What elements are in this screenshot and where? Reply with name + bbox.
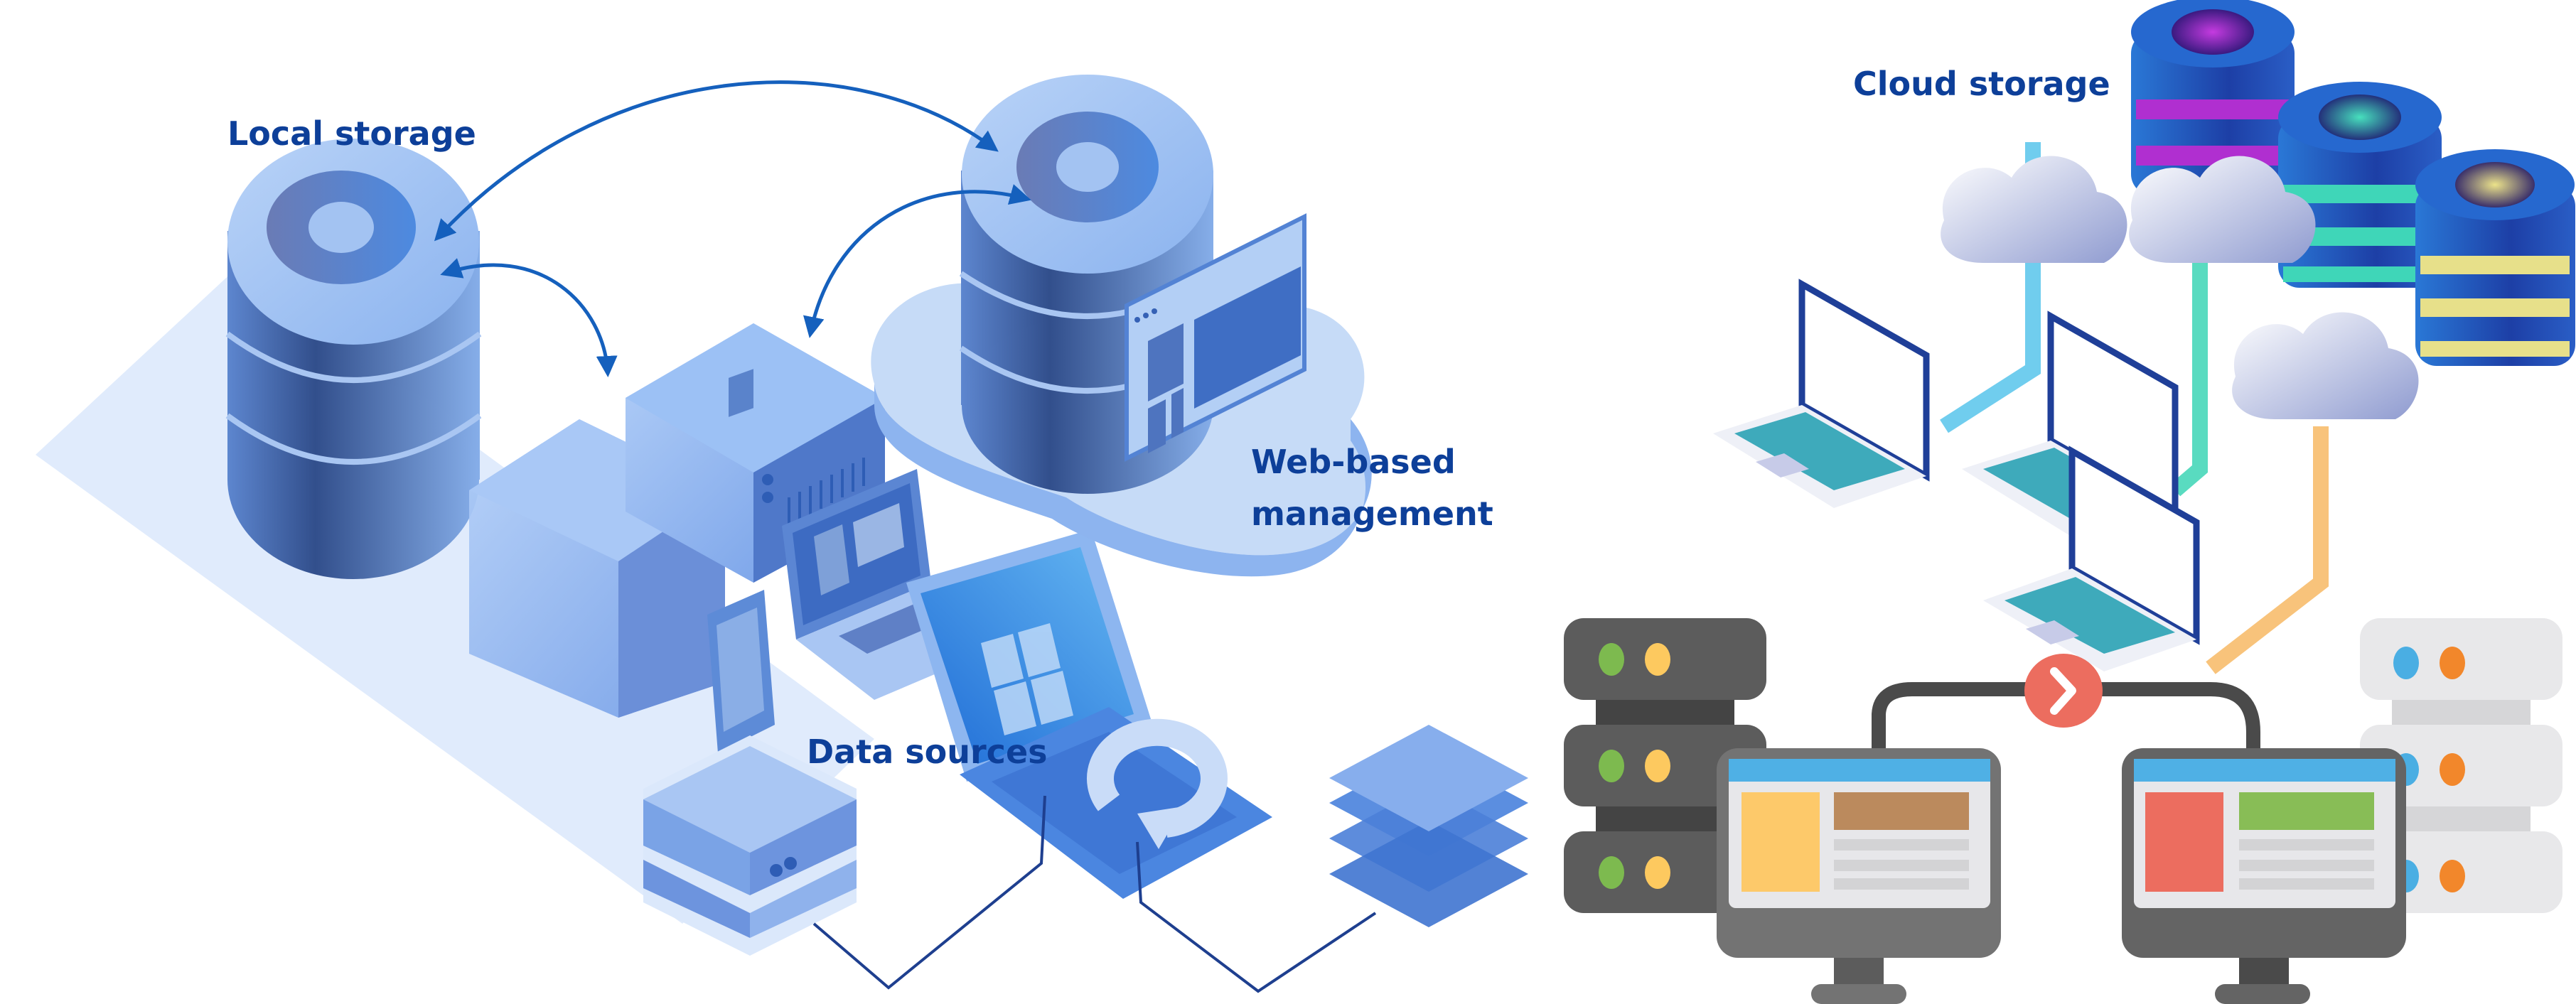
laptop-icon <box>1713 279 1930 508</box>
data-layers-icon <box>1329 725 1528 927</box>
connection-line <box>1872 682 2260 748</box>
local-storage-label: Local storage <box>227 114 476 153</box>
local-storage-scene <box>36 139 1528 993</box>
arrow-icon <box>803 184 1031 338</box>
led-green <box>1599 643 1624 676</box>
refresh-icon <box>1087 718 1228 849</box>
connector-line <box>812 795 1046 990</box>
data-sources-label: Data sources <box>807 733 1048 771</box>
cloud-icon <box>2232 312 2419 419</box>
left-monitor-icon <box>1717 748 2001 1004</box>
arrow-icon <box>440 258 618 377</box>
arrow-icon <box>434 80 999 242</box>
phone-icon <box>707 369 775 753</box>
laptop-icon <box>1983 446 2200 671</box>
web-management-scene <box>871 75 1372 577</box>
cloud-database-purple-icon <box>2131 0 2295 195</box>
data-source-server-icon <box>643 735 857 956</box>
cloud-database-yellow-icon <box>2415 149 2575 366</box>
cloud-icon <box>1941 156 2127 263</box>
light-server-icon <box>2360 618 2562 913</box>
local-storage-database-icon <box>225 139 482 579</box>
connector-line <box>1136 841 1377 993</box>
dark-server-icon <box>1564 618 1766 913</box>
cloud-storage-scene <box>1713 0 2575 674</box>
server-migration-scene <box>1564 618 2562 1004</box>
web-based-management-label-line1: Web-based <box>1251 443 1456 481</box>
sync-workstation-icon <box>906 529 1272 899</box>
connector-teal <box>2169 234 2208 497</box>
connector-orange <box>2206 426 2329 674</box>
cloud-storage-label: Cloud storage <box>1853 65 2110 103</box>
right-monitor-icon <box>2122 748 2406 1004</box>
led-yellow <box>1645 643 1670 676</box>
chevron-right-icon <box>2024 654 2103 728</box>
cloud-icon <box>2129 156 2316 263</box>
browser-window-icon <box>1125 213 1306 462</box>
cloud-database-teal-icon <box>2278 82 2442 288</box>
web-based-management-label-line2: management <box>1251 495 1493 533</box>
sync-arrows <box>434 80 1031 377</box>
